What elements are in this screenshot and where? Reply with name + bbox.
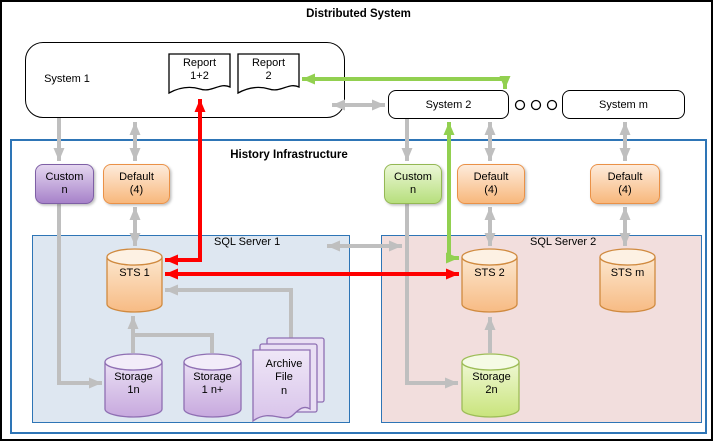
arrow-green-system2-to-sts2	[446, 187, 459, 264]
sts2-cylinder	[461, 248, 518, 313]
storage-1n-label: Storage 1n	[114, 371, 153, 397]
arrow-custom-n-mid-to-storage-2n	[405, 204, 458, 389]
archive-file-label: Archive File n	[265, 358, 303, 397]
sql-server-2-title: SQL Server 2	[530, 236, 597, 248]
ellipsis-circles	[514, 99, 558, 111]
system2-box: System 2	[388, 90, 509, 119]
connector-storage-1n-plus-branch	[133, 333, 214, 353]
custom-n-mid-box: Custom n	[384, 164, 442, 204]
diagram-title: Distributed System	[306, 8, 411, 20]
storage-2n-cylinder	[461, 353, 520, 418]
report-1-2-label: Report 1+2	[182, 57, 217, 83]
archive-file-stack	[252, 337, 325, 423]
sts-m-cylinder	[599, 248, 656, 313]
report-2-doc	[237, 53, 300, 95]
arrow-archive-to-sts1	[165, 284, 293, 343]
ellipsis-circle	[546, 99, 558, 111]
default-left-box: Default (4)	[103, 164, 170, 204]
storage-2n-label: Storage 2n	[472, 371, 511, 397]
ellipsis-circle	[530, 99, 542, 111]
storage-1n-cylinder	[104, 353, 163, 418]
sts1-cylinder	[106, 248, 163, 313]
report-2-label: Report 2	[251, 57, 286, 83]
default-mid-box: Default (4)	[457, 164, 525, 204]
arrow-green-report2-to-system2	[402, 76, 511, 89]
storage-1n-plus-label: Storage 1 n+	[193, 371, 232, 397]
archive-front-page	[252, 349, 311, 423]
ellipsis-circle	[514, 99, 526, 111]
sts-m-label: STS m	[610, 267, 645, 279]
sts2-label: STS 2	[474, 267, 505, 279]
default-right-box: Default (4)	[590, 164, 660, 204]
storage-1n-plus-cylinder	[183, 353, 242, 418]
system1-label: System 1	[44, 73, 90, 85]
history-infrastructure-title: History Infrastructure	[230, 149, 348, 161]
report-1-2-doc	[168, 53, 231, 95]
sql-server-1-title: SQL Server 1	[214, 236, 281, 248]
arrow-custom-n-left-to-storage-1n	[57, 204, 102, 389]
system-m-box: System m	[562, 90, 685, 119]
sts1-label: STS 1	[119, 267, 150, 279]
custom-n-left-box: Custom n	[35, 164, 94, 204]
